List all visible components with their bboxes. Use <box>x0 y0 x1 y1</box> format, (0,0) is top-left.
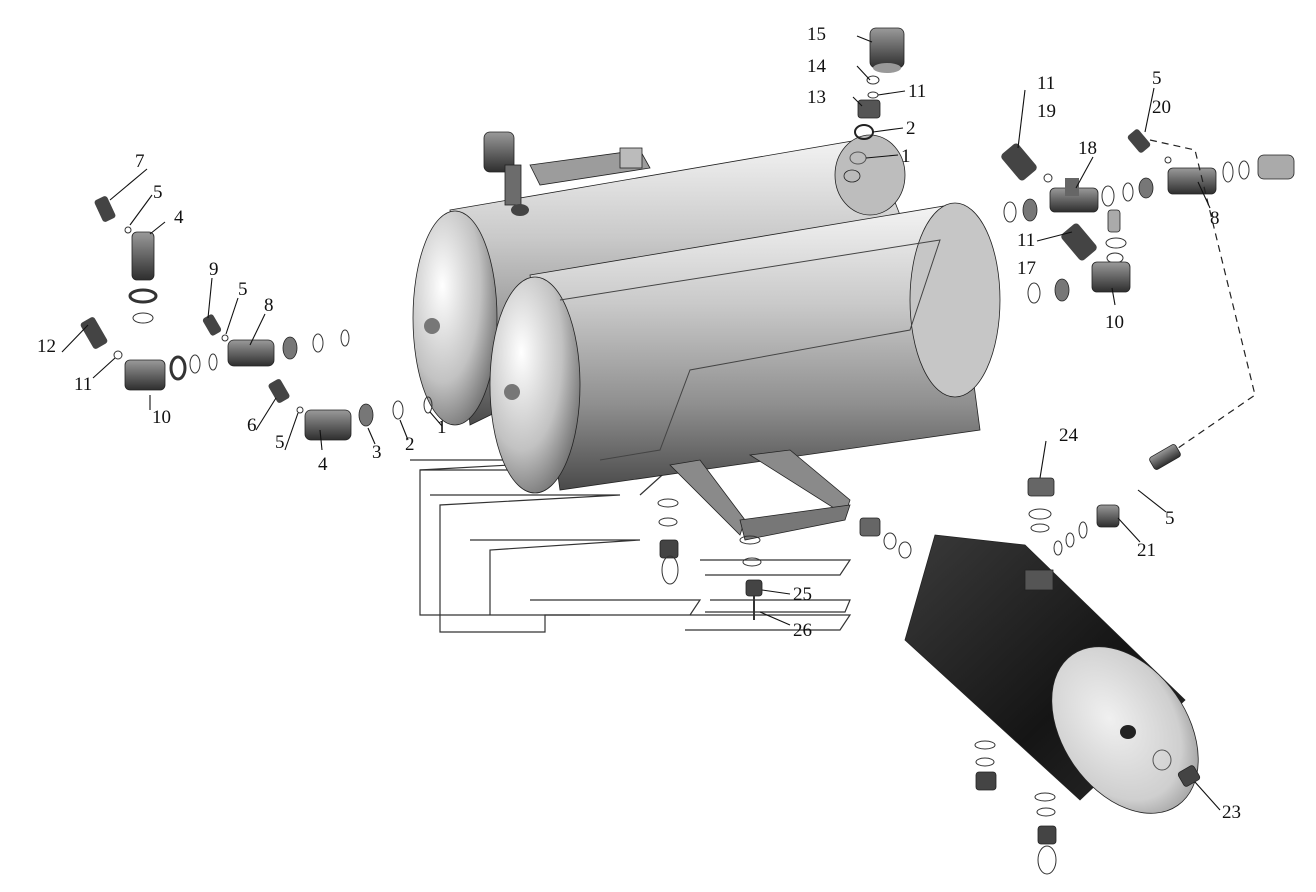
pressure-valve <box>483 131 529 216</box>
callout-9: 9 <box>209 259 219 280</box>
callout-17: 17 <box>1017 258 1036 279</box>
callout-8: 8 <box>264 295 274 316</box>
callout-2: 2 <box>405 434 415 455</box>
right-fittings <box>1001 129 1295 304</box>
tank-support-brackets <box>669 449 851 541</box>
callout-5: 5 <box>1165 508 1175 529</box>
callout-21: 21 <box>1137 540 1156 561</box>
callout-19: 19 <box>1037 101 1056 122</box>
callout-20: 20 <box>1152 97 1171 118</box>
pipe-dashed-line <box>1149 139 1256 470</box>
callout-2: 2 <box>906 118 916 139</box>
callout-11: 11 <box>74 374 92 395</box>
callout-11: 11 <box>1037 73 1055 94</box>
bottom-fittings <box>657 477 1201 875</box>
callout-12: 12 <box>37 336 56 357</box>
callout-10: 10 <box>152 407 171 428</box>
tank-bracket <box>529 147 651 186</box>
callout-4: 4 <box>318 454 328 475</box>
callout-5: 5 <box>1152 68 1162 89</box>
callout-1: 1 <box>437 417 447 438</box>
callout-leaders <box>61 35 1221 811</box>
third-air-tank <box>904 534 1199 814</box>
callout-4: 4 <box>174 207 184 228</box>
callout-6: 6 <box>247 415 257 436</box>
callout-24: 24 <box>1059 425 1079 446</box>
callout-8: 8 <box>1210 208 1220 229</box>
callout-5: 5 <box>153 182 163 203</box>
top-fitting-stack <box>843 27 905 183</box>
callout-labels: 15 14 11 13 2 1 7 5 4 9 5 8 12 11 10 6 5… <box>37 24 1241 823</box>
callout-3: 3 <box>372 442 382 463</box>
callout-5: 5 <box>238 279 248 300</box>
callout-11: 11 <box>1017 230 1035 251</box>
front-air-tank <box>489 202 1001 494</box>
callout-13: 13 <box>807 87 826 108</box>
callout-15: 15 <box>807 24 826 45</box>
callout-14: 14 <box>807 56 827 77</box>
callout-10: 10 <box>1105 312 1124 333</box>
callout-25: 25 <box>793 584 812 605</box>
callout-5: 5 <box>275 432 285 453</box>
callout-23: 23 <box>1222 802 1241 823</box>
callout-18: 18 <box>1078 138 1097 159</box>
callout-7: 7 <box>135 151 145 172</box>
left-fittings <box>80 196 433 441</box>
callout-26: 26 <box>793 620 812 641</box>
callout-11: 11 <box>908 81 926 102</box>
callout-1: 1 <box>901 146 911 167</box>
